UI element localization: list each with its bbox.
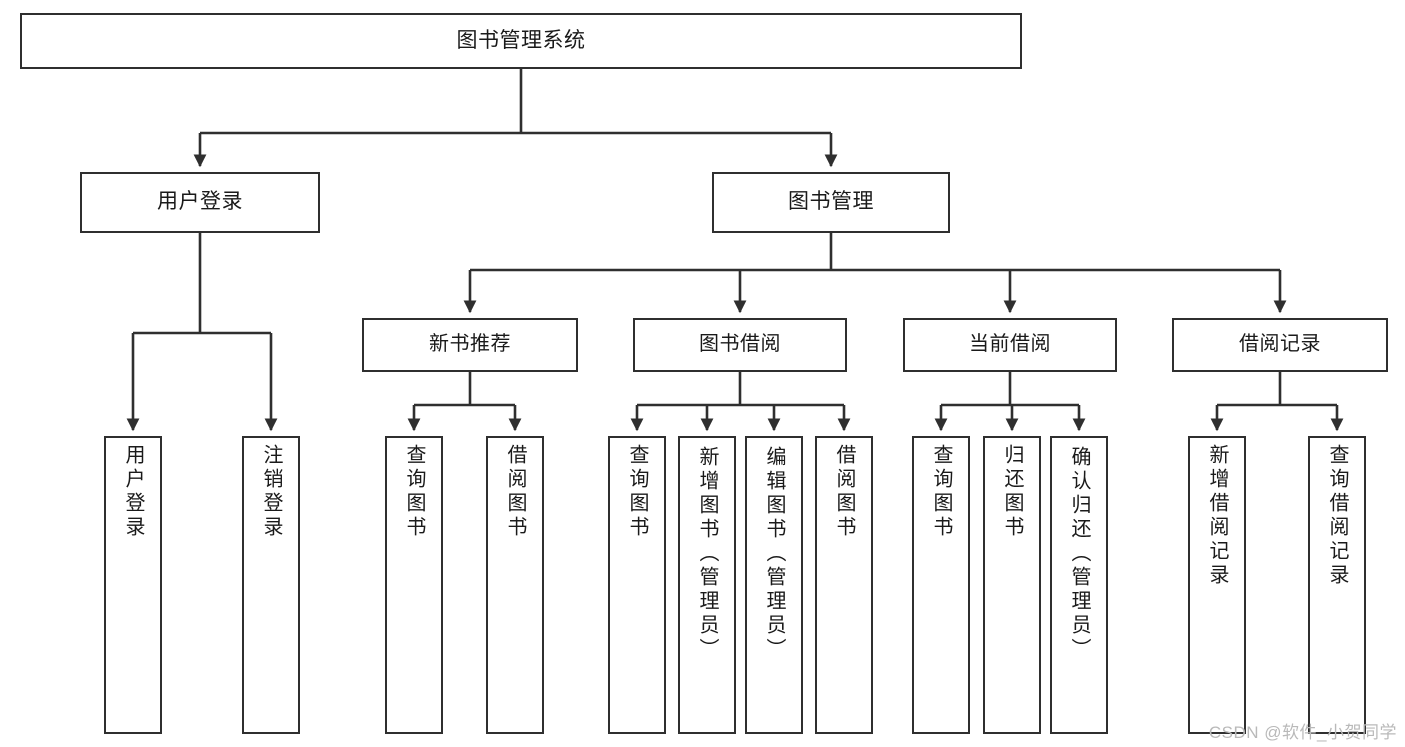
node-root-book-management-system[interactable]: 图书管理系统 (20, 13, 1022, 69)
node-level1-user-login[interactable]: 用户登录 (80, 172, 320, 233)
node-label: 编辑图书（管理员） (763, 446, 785, 662)
node-label: 查询图书 (930, 444, 952, 540)
node-leaf-borrow-book-newbook[interactable]: 借阅图书 (486, 436, 544, 734)
node-leaf-borrow-book-borrow[interactable]: 借阅图书 (815, 436, 873, 734)
node-leaf-add-borrow-record[interactable]: 新增借阅记录 (1188, 436, 1246, 734)
node-leaf-return-book[interactable]: 归还图书 (983, 436, 1041, 734)
node-label: 图书管理 (788, 190, 874, 214)
node-label: 图书借阅 (699, 333, 781, 356)
node-level2-new-book-recommend[interactable]: 新书推荐 (362, 318, 578, 372)
node-label: 新增借阅记录 (1206, 444, 1228, 588)
node-label: 新增图书（管理员） (696, 446, 718, 662)
node-label: 借阅图书 (504, 444, 526, 540)
node-level1-book-management[interactable]: 图书管理 (712, 172, 950, 233)
node-level2-current-borrow[interactable]: 当前借阅 (903, 318, 1117, 372)
node-label: 查询借阅记录 (1326, 444, 1348, 588)
node-label: 归还图书 (1001, 444, 1023, 540)
node-leaf-query-book-current[interactable]: 查询图书 (912, 436, 970, 734)
node-label: 查询图书 (403, 444, 425, 540)
node-leaf-query-borrow-record[interactable]: 查询借阅记录 (1308, 436, 1366, 734)
node-label: 确认归还（管理员） (1068, 446, 1090, 662)
watermark-text: CSDN @软件_小贺同学 (1208, 723, 1397, 742)
node-leaf-logout[interactable]: 注销登录 (242, 436, 300, 734)
node-leaf-query-book-borrow[interactable]: 查询图书 (608, 436, 666, 734)
node-level2-borrow-record[interactable]: 借阅记录 (1172, 318, 1388, 372)
node-label: 用户登录 (157, 190, 243, 214)
node-leaf-confirm-return-admin[interactable]: 确认归还（管理员） (1050, 436, 1108, 734)
node-leaf-add-book-admin[interactable]: 新增图书（管理员） (678, 436, 736, 734)
node-label: 查询图书 (626, 444, 648, 540)
node-label: 当前借阅 (969, 333, 1051, 356)
node-leaf-user-login[interactable]: 用户登录 (104, 436, 162, 734)
node-leaf-query-book-newbook[interactable]: 查询图书 (385, 436, 443, 734)
node-label: 图书管理系统 (456, 28, 586, 52)
node-label: 用户登录 (122, 444, 144, 540)
node-label: 新书推荐 (429, 333, 511, 356)
node-leaf-edit-book-admin[interactable]: 编辑图书（管理员） (745, 436, 803, 734)
node-label: 借阅图书 (833, 444, 855, 540)
node-label: 注销登录 (260, 444, 282, 540)
node-level2-book-borrow[interactable]: 图书借阅 (633, 318, 847, 372)
node-label: 借阅记录 (1239, 333, 1321, 356)
